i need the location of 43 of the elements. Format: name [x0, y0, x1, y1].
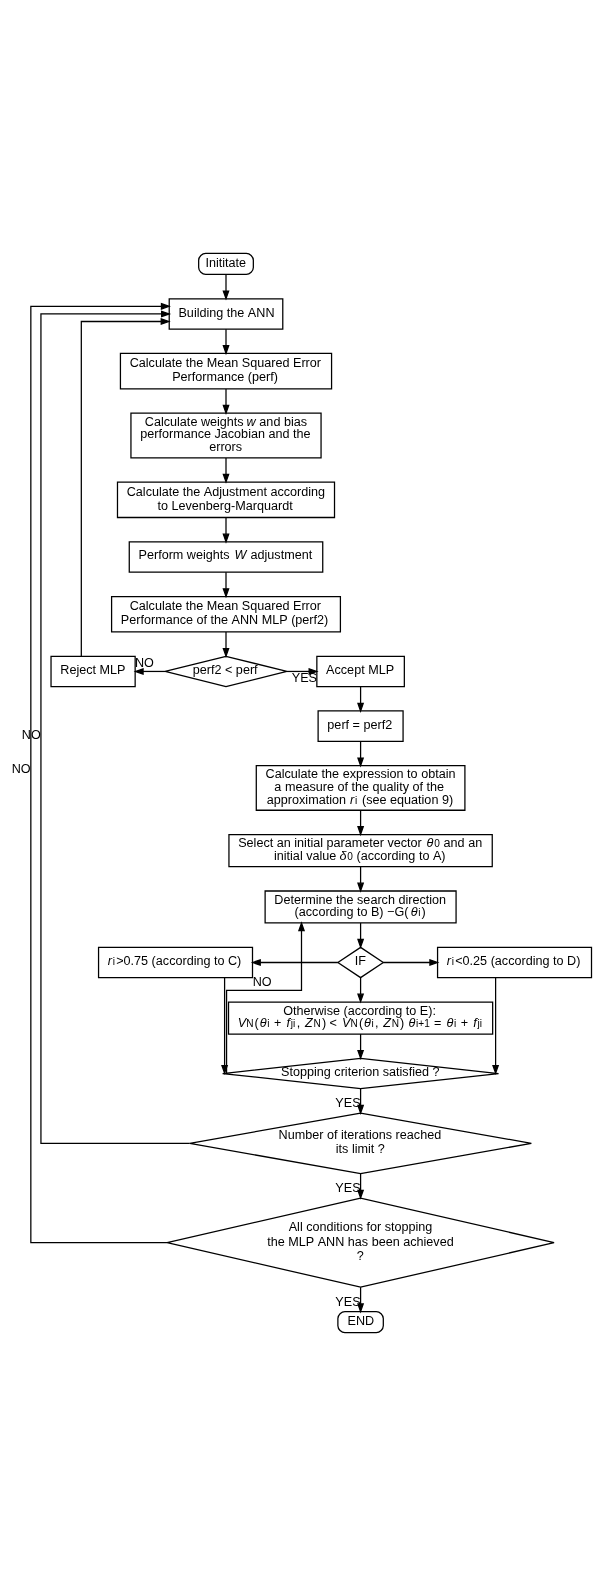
arrow	[80, 317, 171, 657]
arrow	[40, 309, 191, 1144]
arrow	[222, 571, 230, 598]
node-box: ri>0.75 (according to C)	[97, 946, 254, 978]
arrow	[30, 302, 171, 1243]
node-box: Calculate the Mean Squared Error Performance of the ANN MLP (perf2)	[110, 595, 342, 633]
node-box: Determine the search direction (according to B) −G(θi)	[264, 889, 457, 924]
edge-label: YES	[335, 1095, 361, 1110]
node-diamond: perf2 < perf	[164, 655, 288, 687]
node-diamond: IF	[336, 946, 385, 978]
node-box: Building the ANN	[168, 297, 284, 330]
node-box: Otherwise (according to E): VN(θi + fji, ZN) < VN(θi, ZN) θi+1 = θi + fji	[227, 1000, 494, 1035]
node-box: END	[337, 1310, 384, 1333]
node-box: Reject MLP	[50, 655, 136, 687]
node-box: perf = perf2	[317, 709, 404, 742]
edge-label: YES	[335, 1180, 361, 1195]
node-box: Perform weights W adjustment	[128, 540, 324, 573]
arrow	[222, 630, 230, 658]
arrow	[222, 328, 230, 355]
node-box: Accept MLP	[316, 655, 405, 687]
node-box: ri<0.25 (according to D)	[436, 946, 593, 978]
arrow	[225, 920, 306, 1074]
node-box: Select an initial parameter vector θ0 and an initial value δ0 (according to A)	[228, 833, 493, 867]
arrow	[133, 667, 166, 675]
edge-label: YES	[335, 1294, 361, 1309]
node-box: Calculate the expression to obtain a measure of the quality of the approximation ri (see equation 9)	[255, 764, 466, 811]
arrow	[222, 516, 230, 544]
arrow	[492, 976, 500, 1075]
node-box: Calculate the Mean Squared Error Performance (perf)	[119, 352, 333, 389]
arrow	[222, 387, 230, 415]
node-box: Calculate weights w and bias performance Jacobian and the errors	[130, 412, 322, 458]
arrow	[221, 976, 229, 1075]
edge-label: NO	[134, 655, 154, 670]
arrow	[222, 273, 230, 300]
arrow	[382, 958, 440, 966]
node-diamond: All conditions for stopping the MLP ANN has been achieved ?	[166, 1196, 555, 1288]
arrow	[250, 958, 339, 966]
edge-label: NO	[252, 974, 272, 989]
node-diamond: Number of iterations reached its limit ?	[189, 1111, 532, 1174]
arrow	[222, 456, 230, 484]
node-box: Inititate	[198, 252, 254, 275]
edge-label: NO	[11, 761, 31, 776]
node-box: Calculate the Adjustment according to Levenberg-Marquardt	[116, 481, 336, 518]
